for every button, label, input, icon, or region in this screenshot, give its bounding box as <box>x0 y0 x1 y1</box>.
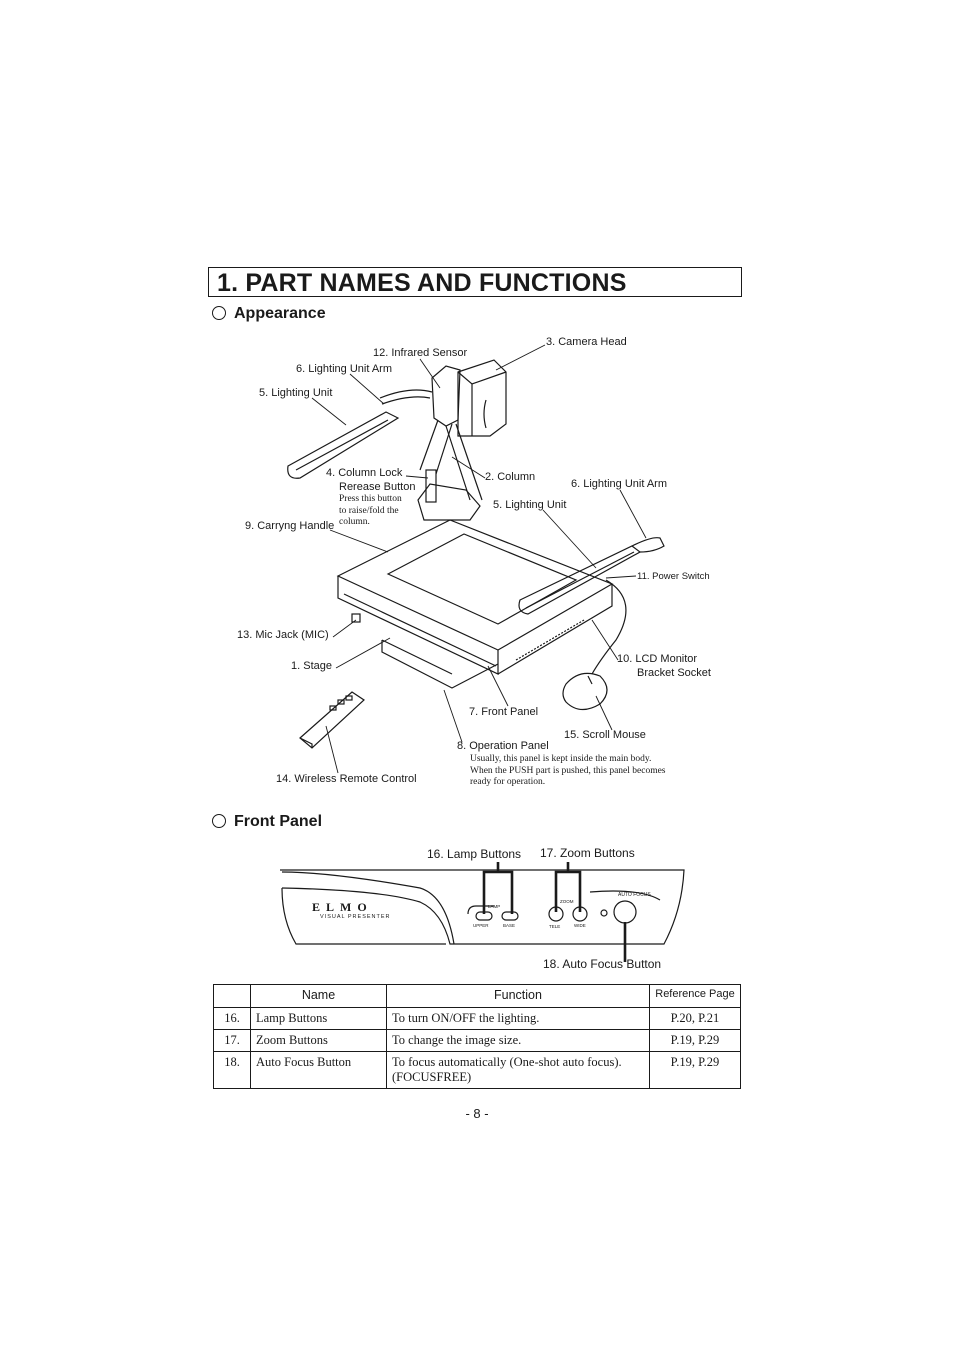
brand-subtitle: VISUAL PRESENTER <box>320 914 391 920</box>
note-line: ready for operation. <box>470 777 546 787</box>
label-scroll-mouse: 15. Scroll Mouse <box>564 729 646 741</box>
note-operation-panel: Usually, this panel is kept inside the m… <box>470 754 666 789</box>
scroll-mouse-shape <box>562 672 608 711</box>
page-number: - 8 - <box>465 1106 489 1121</box>
table-header: Reference Page <box>649 984 741 1008</box>
camera-head-shape <box>457 359 507 437</box>
note-line: column. <box>339 517 370 527</box>
front-panel-leaders <box>482 862 627 962</box>
parts-table: Name Function Reference Page 16. Lamp Bu… <box>213 984 741 1089</box>
table-header <box>213 984 251 1008</box>
lamp-caption: LAMP <box>488 904 501 909</box>
page-heading: 1. PART NAMES AND FUNCTIONS <box>217 269 627 297</box>
base-caption: BASE <box>503 923 516 928</box>
left-lighting-arm-shape <box>287 389 433 479</box>
note-column-lock: Press this button to raise/fold the colu… <box>339 494 402 529</box>
section-appearance-title: Appearance <box>234 305 326 322</box>
label-lighting-unit-arm-left: 6. Lighting Unit Arm <box>296 363 392 375</box>
label-lcd-bracket-1: 10. LCD Monitor <box>617 653 698 665</box>
right-lighting-arm-shape <box>518 537 665 615</box>
infrared-sensor-shape <box>431 365 461 427</box>
section-front-panel-title: Front Panel <box>234 813 323 830</box>
label-lamp-buttons: 16. Lamp Buttons <box>427 847 522 861</box>
label-front-panel: 7. Front Panel <box>469 706 539 718</box>
label-infrared-sensor: 12. Infrared Sensor <box>373 347 468 359</box>
main-body-shape <box>336 519 614 689</box>
table-header: Name <box>250 984 387 1008</box>
table-row: 17. Zoom Buttons To change the image siz… <box>213 1029 741 1052</box>
remote-control-shape <box>299 691 365 749</box>
row-name: Lamp Buttons <box>250 1007 387 1030</box>
auto-focus-caption: AUTO FOCUS <box>618 892 651 898</box>
label-mic-jack: 13. Mic Jack (MIC) <box>237 629 329 641</box>
section-front-panel: Front Panel <box>212 813 322 831</box>
leader-lines <box>311 344 647 774</box>
note-line: to raise/fold the <box>339 505 399 516</box>
zoom-caption: ZOOM <box>560 899 574 904</box>
bullet-circle-icon <box>212 306 226 320</box>
label-carrying-handle: 9. Carryng Handle <box>245 520 335 532</box>
label-operation-panel: 8. Operation Panel <box>457 740 549 752</box>
label-camera-head: 3. Camera Head <box>546 336 627 348</box>
table-row: 18. Auto Focus Button To focus automatic… <box>213 1051 741 1089</box>
label-stage: 1. Stage <box>291 660 332 672</box>
label-lighting-unit-arm-right: 6. Lighting Unit Arm <box>571 478 667 490</box>
label-lcd-bracket-2: Bracket Socket <box>637 667 711 679</box>
row-function-extra: (FOCUSFREE) <box>392 1070 472 1084</box>
note-line: Usually, this panel is kept inside the m… <box>470 754 652 764</box>
row-name: Zoom Buttons <box>250 1029 387 1052</box>
label-column-lock-2: Rerease Button <box>339 481 416 493</box>
row-number: 16. <box>213 1007 251 1030</box>
row-reference: P.19, P.29 <box>649 1029 741 1052</box>
label-column: 2. Column <box>485 471 536 483</box>
row-reference: P.19, P.29 <box>649 1051 741 1089</box>
row-function: To focus automatically (One-shot auto fo… <box>392 1055 622 1069</box>
label-lighting-unit-right: 5. Lighting Unit <box>493 499 567 511</box>
mouse-cable <box>591 579 627 675</box>
table-row: 16. Lamp Buttons To turn ON/OFF the ligh… <box>213 1007 741 1030</box>
page-heading-box: 1. PART NAMES AND FUNCTIONS <box>208 267 742 297</box>
wide-caption: WIDE <box>574 923 586 928</box>
label-zoom-buttons: 17. Zoom Buttons <box>540 846 635 860</box>
table-header: Function <box>386 984 650 1008</box>
row-function: To change the image size. <box>386 1029 650 1052</box>
row-function: To turn ON/OFF the lighting. <box>386 1007 650 1030</box>
brand-logo: ELMO <box>312 900 373 914</box>
upper-caption: UPPER <box>473 923 489 928</box>
section-appearance: Appearance <box>212 305 326 323</box>
note-line: When the PUSH part is pushed, this panel… <box>470 765 666 776</box>
tele-caption: TELE <box>549 924 561 929</box>
bullet-circle-icon <box>212 814 226 828</box>
label-auto-focus-button: 18. Auto Focus Button <box>543 957 662 971</box>
label-column-lock-1: 4. Column Lock <box>326 467 403 479</box>
row-number: 17. <box>213 1029 251 1052</box>
note-line: Press this button <box>339 494 402 504</box>
label-remote-control: 14. Wireless Remote Control <box>276 773 417 785</box>
row-name: Auto Focus Button <box>250 1051 387 1089</box>
table-header-row: Name Function Reference Page <box>213 984 741 1008</box>
column-shape <box>417 419 483 521</box>
row-reference: P.20, P.21 <box>649 1007 741 1030</box>
row-function-cell: To focus automatically (One-shot auto fo… <box>386 1051 650 1089</box>
row-number: 18. <box>213 1051 251 1089</box>
front-panel-strip-shape <box>280 869 685 945</box>
label-power-switch: 11. Power Switch <box>637 571 710 582</box>
label-lighting-unit-left: 5. Lighting Unit <box>259 387 333 399</box>
